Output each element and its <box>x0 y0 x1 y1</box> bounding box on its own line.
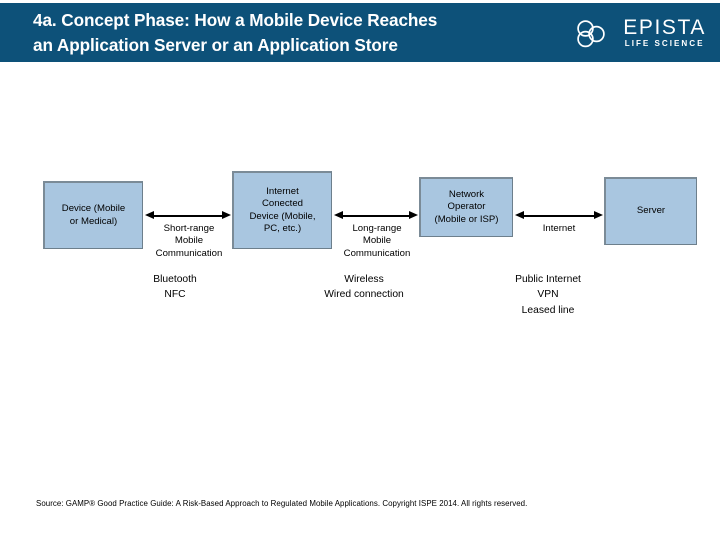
arrow-head-right <box>222 211 231 220</box>
arrow-shaft <box>341 215 411 217</box>
source-citation: Source: GAMP® Good Practice Guide: A Ris… <box>36 499 528 508</box>
trefoil-rings-icon <box>577 19 606 47</box>
arrow-head-right <box>594 211 603 220</box>
annotation-public-internet-vpn: Public Internet VPN Leased line <box>515 274 581 316</box>
arrow-head-left <box>334 211 343 220</box>
logo-text-block: EPISTA LIFE SCIENCE <box>623 17 706 48</box>
diagram-node-server: Server <box>604 177 697 245</box>
arrow-head-right <box>409 211 418 220</box>
arrow-shaft <box>522 215 596 217</box>
arrow-head-left <box>145 211 154 220</box>
arrow-shaft <box>152 215 224 217</box>
logo-wordmark: EPISTA <box>623 15 706 39</box>
connector-label-long-range: Long-range Mobile Communication <box>343 223 411 259</box>
arrow-head-left <box>515 211 524 220</box>
connector-label-internet: Internet <box>542 223 576 234</box>
connector-label-short-range: Short-range Mobile Communication <box>155 223 223 259</box>
diagram-node-internet-connected-device: Internet Conected Device (Mobile, PC, et… <box>232 171 332 249</box>
page-title: 4a. Concept Phase: How a Mobile Device R… <box>33 9 438 55</box>
network-flow-diagram: Device (Mobile or Medical) Internet Cone… <box>0 165 720 325</box>
annotation-wireless-wired: Wireless Wired connection <box>324 274 404 301</box>
epista-logo: EPISTA LIFE SCIENCE <box>572 17 720 48</box>
annotation-bluetooth-nfc: Bluetooth NFC <box>153 274 197 301</box>
slide-header-bar: 4a. Concept Phase: How a Mobile Device R… <box>0 3 720 62</box>
diagram-node-device: Device (Mobile or Medical) <box>43 181 143 249</box>
logo-tagline: LIFE SCIENCE <box>624 38 705 48</box>
diagram-node-network-operator: Network Operator (Mobile or ISP) <box>419 177 513 237</box>
